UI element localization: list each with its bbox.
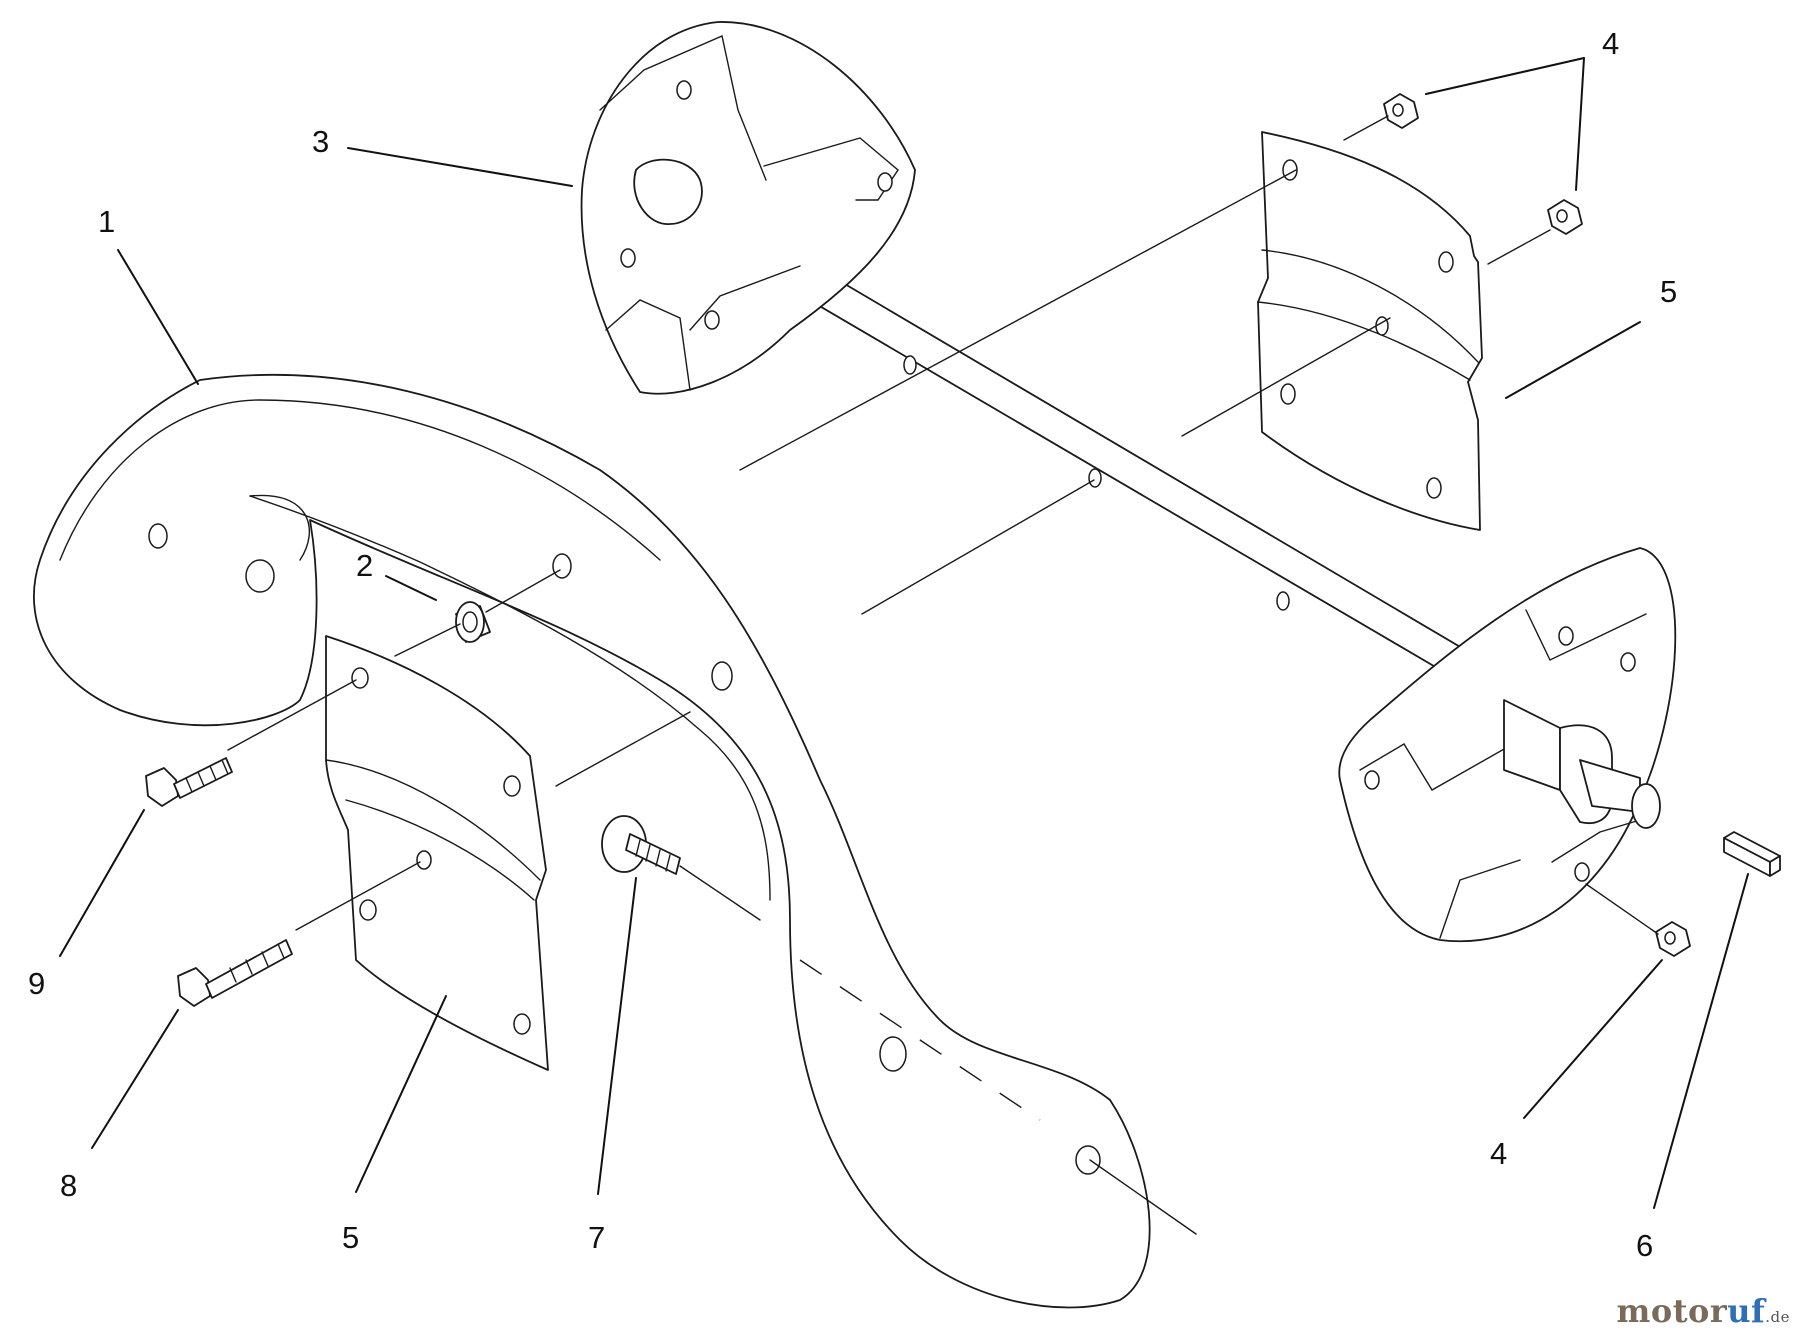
watermark-logo: motoruf.de <box>1617 1292 1790 1330</box>
impeller-hub-plate-lower <box>1338 547 1677 943</box>
leader-7 <box>597 877 637 1195</box>
leader-1 <box>117 249 199 385</box>
callout-9: 9 <box>28 966 45 1001</box>
leader-2 <box>385 575 437 601</box>
callout-3: 3 <box>312 124 329 159</box>
hex-nut-top-2 <box>1547 199 1583 235</box>
callout-4-bottom: 4 <box>1490 1136 1507 1171</box>
callout-8: 8 <box>60 1168 77 1203</box>
hex-bolt-upper <box>145 757 233 807</box>
callout-numbers: 1 2 3 4 4 5 5 6 7 8 9 <box>28 26 1677 1263</box>
leader-9 <box>59 809 145 957</box>
leader-8 <box>91 1009 179 1149</box>
auger-flight <box>33 373 1151 1309</box>
leader-lines <box>59 57 1749 1209</box>
paddle-left <box>325 635 549 1071</box>
callout-2: 2 <box>356 548 373 583</box>
watermark-tld: .de <box>1765 1308 1790 1326</box>
leader-5b <box>355 995 447 1193</box>
hex-nut-top-1 <box>1383 93 1419 129</box>
impeller-hub-plate-upper <box>580 21 916 395</box>
shaft-key <box>1723 831 1781 877</box>
callout-6: 6 <box>1636 1228 1653 1263</box>
paddle-right <box>1257 131 1483 531</box>
callout-4-top: 4 <box>1602 26 1619 61</box>
hex-nut-bottom <box>1655 921 1691 957</box>
leader-4a-2 <box>1575 57 1585 191</box>
leader-3 <box>347 147 573 187</box>
spacer <box>455 601 491 643</box>
callout-7: 7 <box>588 1220 605 1255</box>
carriage-bolt <box>601 815 681 875</box>
leader-4b <box>1523 959 1663 1119</box>
leader-6 <box>1653 873 1749 1209</box>
callout-5-left: 5 <box>342 1220 359 1255</box>
assembly-lines <box>227 115 1659 1235</box>
watermark-main: motor <box>1616 1292 1728 1330</box>
leader-5a <box>1505 321 1641 399</box>
watermark-accent: uf <box>1727 1292 1766 1330</box>
callout-5-right: 5 <box>1660 274 1677 309</box>
leader-4a-1 <box>1425 57 1585 95</box>
hex-bolt-lower <box>177 939 293 1007</box>
callout-1: 1 <box>98 204 115 239</box>
